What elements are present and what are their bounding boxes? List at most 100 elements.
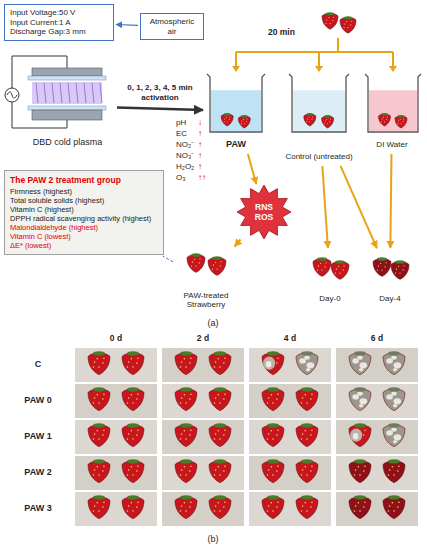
seed [351, 21, 352, 22]
branch-line [318, 52, 320, 67]
strawberry [322, 12, 338, 29]
calyx [301, 423, 313, 427]
seed [325, 121, 326, 122]
seed [220, 261, 221, 262]
strawberry [304, 113, 316, 126]
calyx [180, 459, 192, 463]
calyx [267, 459, 279, 463]
strawberry-body [88, 353, 110, 375]
strawberry [262, 387, 284, 410]
connector [116, 24, 138, 26]
photo-cell [336, 456, 418, 490]
node-text: Discharge Gap:3 mm [10, 27, 108, 37]
strawberry-body [122, 353, 144, 375]
seed [247, 118, 248, 119]
seed [224, 465, 226, 467]
mold-patch [352, 358, 359, 363]
seed [308, 117, 309, 118]
seed [389, 469, 391, 471]
seed [218, 466, 220, 468]
mold-patch [393, 368, 397, 372]
seed [215, 505, 217, 507]
seed [180, 510, 182, 512]
node-text: DBD cold plasma [20, 137, 115, 148]
seed [354, 474, 356, 476]
strawberry-body [175, 497, 197, 519]
calyx [301, 459, 313, 463]
connector [390, 154, 391, 248]
strawberry [175, 387, 197, 410]
node-text: ΔE* (lowest) [10, 241, 158, 250]
seed [359, 510, 361, 512]
photo-cell [75, 456, 157, 490]
strawberry [88, 423, 110, 446]
strawberry [296, 351, 318, 374]
strawberry [296, 423, 318, 446]
seed [223, 398, 225, 400]
calyx [93, 459, 105, 463]
seed [215, 433, 217, 435]
strawberry [391, 260, 409, 279]
calyx [354, 387, 366, 391]
branch-line [337, 38, 339, 52]
discharge [36, 83, 38, 103]
strawberry-body [383, 461, 405, 483]
strawberry [349, 351, 371, 374]
seed [94, 505, 96, 507]
seed [355, 505, 357, 507]
seed [364, 465, 366, 467]
calyx [214, 423, 226, 427]
seed [277, 429, 279, 431]
strawberry-body [175, 389, 197, 411]
seed [97, 394, 99, 396]
strawberry-body [262, 425, 284, 447]
strawberry-body [379, 114, 391, 126]
seed [102, 398, 104, 400]
seed [137, 465, 139, 467]
strawberry-body [296, 461, 318, 483]
calyx [395, 260, 405, 264]
seed [277, 501, 279, 503]
seed [199, 262, 200, 263]
seed [272, 402, 274, 404]
seed [189, 398, 191, 400]
seed [358, 502, 360, 504]
seed [102, 434, 104, 436]
ac-source [5, 88, 19, 102]
mold-patch [393, 404, 397, 408]
seed [268, 505, 270, 507]
seed [398, 123, 399, 124]
strawberry [122, 459, 144, 482]
seed [189, 434, 191, 436]
seed [385, 266, 386, 267]
discharge [76, 83, 78, 103]
strawberry-body [349, 461, 371, 483]
annotation: NO₂⁻ [176, 140, 194, 149]
calyx [180, 387, 192, 391]
mold-patch [386, 430, 393, 435]
seed [223, 506, 225, 508]
seed [93, 366, 95, 368]
calyx [127, 423, 139, 427]
strawberry [175, 495, 197, 518]
beaker [207, 74, 265, 132]
annotation: NO₃⁻ [176, 151, 194, 160]
calyx [388, 459, 400, 463]
panel-label: (a) [208, 318, 219, 328]
seed [103, 465, 105, 467]
strawberry [395, 115, 407, 128]
seed [98, 510, 100, 512]
seed [214, 474, 216, 476]
strawberry-body [349, 353, 371, 375]
seed [189, 470, 191, 472]
seed [339, 272, 340, 273]
seed [136, 398, 138, 400]
calyx [127, 387, 139, 391]
mold-patch [386, 394, 393, 399]
seed [306, 474, 308, 476]
seed [136, 362, 138, 364]
seed [214, 438, 216, 440]
seed [180, 474, 182, 476]
seed [103, 501, 105, 503]
mold-patch [391, 427, 397, 431]
